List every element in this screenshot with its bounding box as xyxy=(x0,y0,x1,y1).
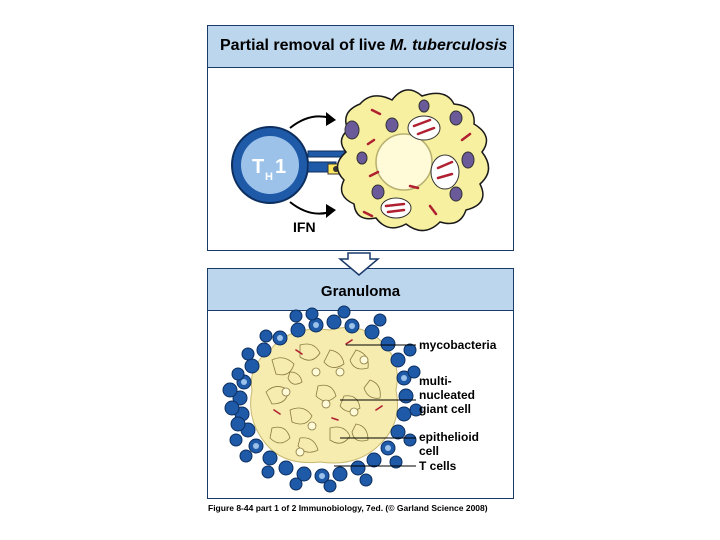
label-epithelioid-line-2: cell xyxy=(419,444,439,458)
epithelioid-cells xyxy=(265,343,381,453)
t-cell-highlights xyxy=(241,322,407,479)
giant-cell-nuclei xyxy=(281,355,369,457)
label-giant-cell-line-3: giant cell xyxy=(419,402,471,416)
label-giant-cell-line-2: nucleated xyxy=(419,388,475,402)
activation-title: Partial removal of live xyxy=(220,37,390,54)
ifn-label: IFN xyxy=(293,219,316,235)
label-mycobacteria: mycobacteria xyxy=(419,338,497,352)
label-epithelioid-line-1: epithelioid xyxy=(419,430,479,444)
granuloma-bacteria xyxy=(273,339,383,421)
leader-lines xyxy=(334,344,416,467)
th1-label-number: 1 xyxy=(275,156,286,178)
arrow-head-top xyxy=(326,112,336,126)
figure-caption: Figure 8-44 part 1 of 2 Immunobiology, 7… xyxy=(208,503,488,513)
th1-label: T xyxy=(252,156,264,178)
th1-cell: T H 1 xyxy=(231,126,309,204)
arrow-head-bottom xyxy=(326,204,336,218)
activation-panel-header: Partial removal of live M. tuberculosis xyxy=(208,26,513,68)
label-t-cells: T cells xyxy=(419,459,457,473)
label-giant-cell-line-1: multi- xyxy=(419,374,452,388)
macrophage-nucleus xyxy=(375,133,433,191)
th1-label-subscript: H xyxy=(265,171,273,183)
macrophage xyxy=(336,89,490,232)
granuloma-panel-header: Granuloma xyxy=(208,269,513,311)
progression-arrow xyxy=(337,252,381,276)
phagosome-bacteria xyxy=(380,115,460,219)
activation-title-organism: M. tuberculosis xyxy=(389,37,508,54)
granuloma-title: Granuloma xyxy=(320,283,401,300)
granuloma xyxy=(222,305,423,493)
free-bacteria xyxy=(362,108,472,218)
